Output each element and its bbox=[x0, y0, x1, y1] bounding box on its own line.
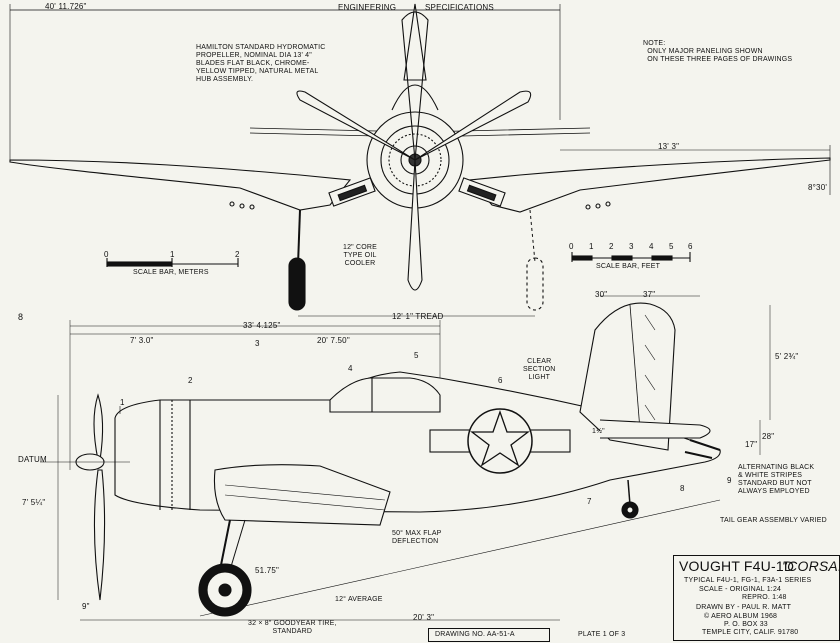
dim-30: 30" bbox=[595, 290, 608, 299]
title-drawn: DRAWN BY - PAUL R. MATT bbox=[696, 604, 792, 611]
title-box: P. O. BOX 33 bbox=[724, 621, 768, 628]
title-series: TYPICAL F4U-1, FG-1, F3A-1 SERIES bbox=[684, 577, 812, 584]
overall-length-dimension: 33' 4.125" bbox=[243, 321, 281, 330]
dim-17: 17" bbox=[745, 440, 758, 449]
title-city: TEMPLE CITY, CALIF. 91780 bbox=[702, 629, 799, 636]
flap-note: 50° MAX FLAP DEFLECTION bbox=[392, 530, 442, 545]
dim-37: 37" bbox=[643, 290, 656, 299]
header-specifications: SPECIFICATIONS bbox=[425, 3, 494, 12]
side-propeller bbox=[75, 393, 106, 601]
wing-half-dimension: 13' 3" bbox=[658, 142, 680, 151]
station-7: 7 bbox=[587, 497, 592, 506]
station-4: 4 bbox=[348, 364, 353, 373]
side-wing bbox=[213, 464, 391, 526]
fin-height-dimension: 5' 2¾" bbox=[775, 352, 799, 361]
front-propeller bbox=[296, 11, 532, 291]
propeller-note: HAMILTON STANDARD HYDROMATIC PROPELLER, … bbox=[196, 44, 326, 83]
title-scale: SCALE - ORIGINAL 1:24 bbox=[699, 586, 782, 593]
station-3: 3 bbox=[255, 339, 260, 348]
feet-tick-4: 4 bbox=[649, 242, 654, 251]
feet-tick-3: 3 bbox=[629, 242, 634, 251]
title-repro: REPRO. 1:48 bbox=[742, 594, 787, 601]
side-marker: 8 bbox=[18, 312, 24, 322]
station-8: 8 bbox=[680, 484, 685, 493]
station-9: 9 bbox=[727, 476, 732, 485]
meters-tick-1: 1 bbox=[170, 250, 175, 259]
drawing-number-box: DRAWING No. AA-51-A bbox=[428, 628, 550, 642]
feet-tick-2: 2 bbox=[609, 242, 614, 251]
plate-number: PLATE 1 of 3 bbox=[578, 631, 626, 638]
drawing-number: DRAWING No. AA-51-A bbox=[435, 631, 515, 638]
oil-cooler-note: 12" CORE TYPE OIL COOLER bbox=[343, 244, 378, 267]
title-pub: © AERO ALBUM 1968 bbox=[704, 613, 778, 620]
title-block: VOUGHT F4U-1D "CORSAIR" TYPICAL F4U-1, F… bbox=[673, 555, 840, 641]
feet-tick-0: 0 bbox=[569, 242, 574, 251]
scale-bar-meters-label: SCALE BAR, meters bbox=[133, 269, 209, 276]
header-engineering: ENGINEERING bbox=[338, 3, 397, 12]
dim-28: 28" bbox=[762, 432, 775, 441]
title-aircraft: VOUGHT F4U-1D bbox=[679, 558, 795, 574]
meters-tick-2: 2 bbox=[235, 250, 240, 259]
feet-tick-5: 5 bbox=[669, 242, 674, 251]
dim-9: 9" bbox=[82, 602, 90, 611]
prop-height-dimension: 7' 5¼" bbox=[22, 498, 46, 507]
station-6: 6 bbox=[498, 376, 503, 385]
side-canopy bbox=[329, 377, 441, 413]
dim-51-75: 51.75" bbox=[255, 566, 280, 575]
span-dimension: 40' 11.726" bbox=[45, 2, 87, 11]
tread-dimension: 12' 1" TREAD bbox=[392, 312, 444, 321]
scale-bar-feet-label: SCALE BAR, feet bbox=[596, 263, 661, 270]
feet-tick-6: 6 bbox=[688, 242, 693, 251]
clear-section-note: CLEAR SECTION LIGHT bbox=[523, 358, 556, 381]
nose-length-dimension: 7' 3.0" bbox=[130, 336, 154, 345]
front-left-wing bbox=[9, 159, 352, 211]
average-note: 12° AVERAGE bbox=[335, 596, 383, 603]
scale-bar-meters bbox=[106, 258, 239, 267]
stripes-note: ALTERNATING BLACK & WHITE STRIPES STANDA… bbox=[738, 464, 815, 495]
station-1: 1 bbox=[120, 398, 125, 407]
front-fin bbox=[403, 3, 427, 81]
scale-bar-feet bbox=[571, 252, 691, 262]
tail-gear-note: TAIL GEAR ASSEMBLY VARIED bbox=[720, 517, 827, 524]
tire-note: 32 × 8" GOODYEAR TIRE, STANDARD bbox=[248, 620, 337, 635]
feet-tick-1: 1 bbox=[589, 242, 594, 251]
front-right-wing bbox=[468, 157, 831, 213]
datum-label: DATUM bbox=[18, 455, 47, 464]
meters-tick-0: 0 bbox=[104, 250, 109, 259]
insignia bbox=[429, 408, 571, 474]
side-view bbox=[40, 295, 771, 621]
station-5: 5 bbox=[414, 351, 419, 360]
paneling-note: NOTE: ONLY MAJOR PANELING SHOWN ON THESE… bbox=[643, 40, 793, 63]
wheelbase-dimension: 20' 3" bbox=[413, 613, 435, 622]
title-name: "CORSAIR" bbox=[782, 558, 840, 574]
front-view bbox=[9, 3, 831, 317]
dihedral-dimension: 8°30' bbox=[808, 183, 828, 192]
side-fin bbox=[579, 302, 676, 451]
rear-length-dimension: 20' 7.50" bbox=[317, 336, 350, 345]
dim-1-5: 1½" bbox=[592, 428, 605, 435]
station-2: 2 bbox=[188, 376, 193, 385]
